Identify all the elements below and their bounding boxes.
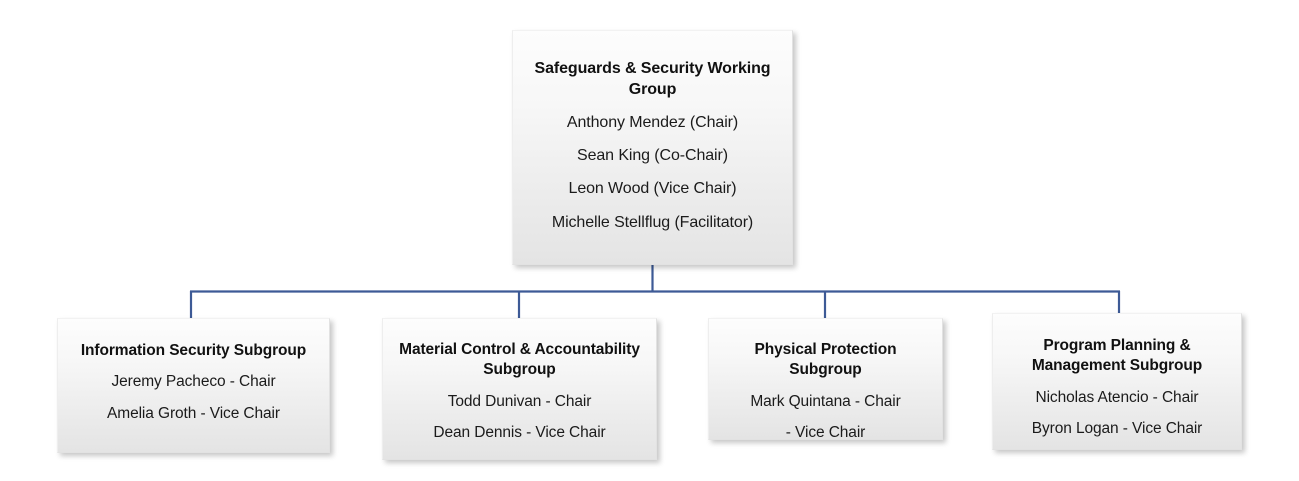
infosec-spacer bbox=[66, 424, 321, 452]
org-node-material-control-accountability[interactable]: Material Control & Accountability Subgro… bbox=[382, 318, 657, 460]
org-node-program-planning-management-member-2: Byron Logan - Vice Chair bbox=[1031, 420, 1203, 438]
org-node-root[interactable]: Safeguards & Security Working Group Anth… bbox=[512, 30, 793, 265]
root-spacer bbox=[521, 233, 784, 264]
org-node-information-security-member-1: Jeremy Pacheco - Chair bbox=[111, 373, 276, 391]
org-node-root-member-1: Anthony Mendez (Chair) bbox=[566, 114, 739, 132]
ppm-spacer bbox=[1001, 440, 1233, 449]
org-node-root-title: Safeguards & Security Working Group bbox=[534, 60, 771, 99]
org-node-root-member-2: Sean King (Co-Chair) bbox=[577, 147, 728, 165]
org-node-program-planning-management-title: Program Planning & Management Subgroup bbox=[1031, 337, 1203, 375]
org-node-physical-protection-member-1: Mark Quintana - Chair bbox=[750, 392, 901, 410]
org-node-physical-protection-member-2: - Vice Chair bbox=[785, 424, 866, 442]
org-node-material-control-accountability-member-2: Dean Dennis - Vice Chair bbox=[433, 424, 606, 442]
org-node-program-planning-management[interactable]: Program Planning & Management Subgroup N… bbox=[992, 313, 1242, 450]
org-node-information-security-member-2: Amelia Groth - Vice Chair bbox=[107, 404, 280, 422]
org-node-program-planning-management-member-1: Nicholas Atencio - Chair bbox=[1035, 388, 1199, 406]
org-node-material-control-accountability-member-1: Todd Dunivan - Chair bbox=[447, 392, 592, 410]
org-node-information-security-title: Information Security Subgroup bbox=[80, 342, 307, 359]
org-node-physical-protection-title: Physical Protection Subgroup bbox=[754, 341, 897, 379]
org-node-information-security[interactable]: Information Security Subgroup Jeremy Pac… bbox=[57, 318, 330, 453]
org-node-physical-protection[interactable]: Physical Protection Subgroup Mark Quinta… bbox=[708, 318, 943, 442]
org-node-root-member-3: Leon Wood (Vice Chair) bbox=[568, 180, 737, 198]
org-node-material-control-accountability-title: Material Control & Accountability Subgro… bbox=[399, 341, 640, 379]
mca-spacer bbox=[391, 444, 648, 459]
org-node-root-member-4: Michelle Stellflug (Facilitator) bbox=[551, 213, 754, 231]
